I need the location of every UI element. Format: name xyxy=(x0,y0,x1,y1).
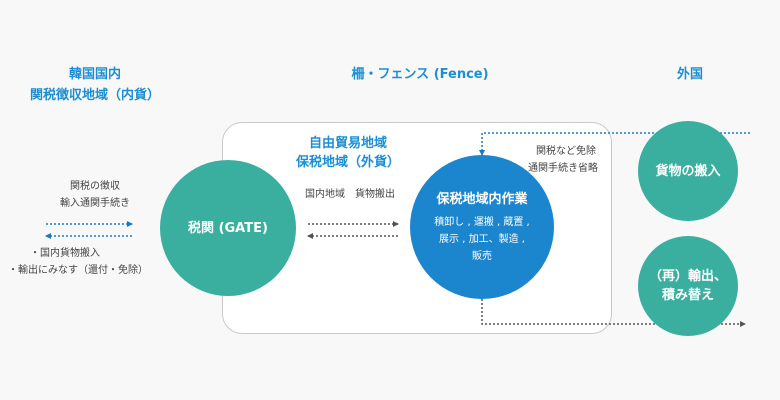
customs-collection-line1: 関税の徴収 xyxy=(70,181,120,192)
domestic-outbound-note: 国内地域 貨物搬出 xyxy=(305,189,395,200)
customs-gate-circle: 税関 (GATE) xyxy=(160,160,296,296)
domestic-import-note: ・国内貨物搬入 ・輸出にみなす（還付・免除） xyxy=(8,245,178,279)
free-zone-title-line1: 自由貿易地域 xyxy=(308,136,387,151)
bonded-work-item-line2: 展示 , 加工、製造 , xyxy=(439,233,525,245)
bonded-work-items: 積卸し , 運搬 , 蔵置 , 展示 , 加工、製造 , 販売 xyxy=(434,214,529,265)
customs-gate-label: 税関 (GATE) xyxy=(188,220,268,236)
bonded-work-item-line3: 販売 xyxy=(472,250,492,262)
exemption-note: 関税など免除 通関手続き省略 xyxy=(528,143,618,177)
bonded-work-item-line1: 積卸し , 運搬 , 蔵置 , xyxy=(434,216,530,228)
free-zone-title: 自由貿易地域 保税地域（外貨） xyxy=(283,134,413,172)
domestic-import-line2: ・輸出にみなす（還付・免除） xyxy=(8,265,148,276)
header-domestic-line2: 関税徴収地域（内貨） xyxy=(29,88,160,103)
customs-collection-note: 関税の徴収 輸入通関手続き xyxy=(30,178,160,212)
exemption-line2: 通関手続き省略 xyxy=(528,163,598,174)
header-domestic-line1: 韓国国内 xyxy=(68,67,121,82)
reexport-line1: （再）輸出、 xyxy=(648,269,727,284)
bonded-work-circle: 保税地域内作業 積卸し , 運搬 , 蔵置 , 展示 , 加工、製造 , 販売 xyxy=(410,155,554,299)
reexport-line2: 積み替え xyxy=(661,288,714,303)
header-fence: 柵・フェンス (Fence) xyxy=(351,67,489,82)
domestic-import-line1: ・国内貨物搬入 xyxy=(30,248,100,259)
bonded-work-title: 保税地域内作業 xyxy=(436,191,528,207)
header-domestic: 韓国国内 関税徴収地域（内貨） xyxy=(20,64,170,106)
import-cargo-label: 貨物の搬入 xyxy=(655,163,721,179)
reexport-circle: （再）輸出、 積み替え xyxy=(638,236,738,336)
header-foreign: 外国 xyxy=(676,67,703,82)
customs-collection-line2: 輸入通関手続き xyxy=(60,198,130,209)
free-zone-title-line2: 保税地域（外貨） xyxy=(295,155,400,170)
exemption-line1: 関税など免除 xyxy=(536,146,596,157)
import-cargo-circle: 貨物の搬入 xyxy=(638,121,738,221)
